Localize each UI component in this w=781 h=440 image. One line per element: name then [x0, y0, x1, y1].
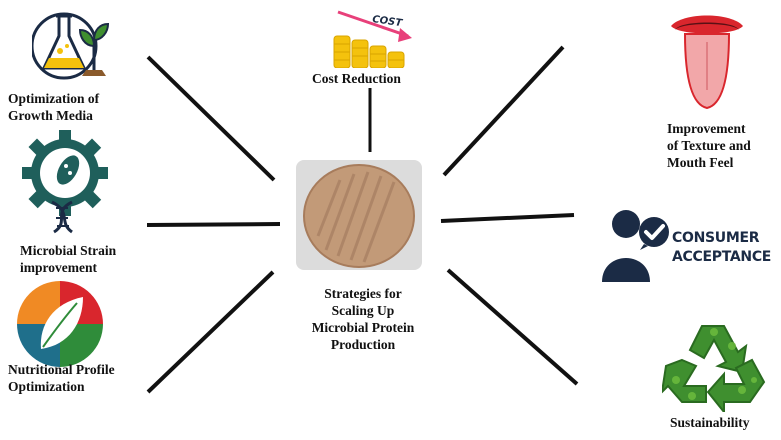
coin-stacks-icon: COST [333, 10, 412, 68]
center-title-line-4: Production [330, 337, 396, 352]
gear-microbe-dna-icon [22, 130, 108, 234]
cost-label: Cost Reduction [312, 71, 401, 86]
connector-consumer [440, 213, 575, 223]
center-title-line-3: Microbial Protein [311, 320, 415, 335]
user-check-icon [602, 210, 669, 282]
nutrition-label-line-2: Optimization [8, 379, 85, 394]
consumer-label-line-2: ACCEPTANCE [672, 249, 772, 265]
connector-strain [146, 222, 281, 227]
strain-label-line-2: improvement [20, 260, 97, 275]
texture-label: Improvement of Texture and Mouth Feel [667, 120, 751, 171]
nutrition-label-line-1: Nutritional Profile [8, 362, 115, 377]
sustainability-label: Sustainability [670, 415, 750, 430]
texture-label-line-3: Mouth Feel [667, 155, 734, 170]
microbial-protein-patty-image [296, 160, 422, 270]
leaf-chart-icon [17, 281, 103, 367]
connector-sustainability [446, 268, 579, 386]
texture-label-line-2: of Texture and [667, 138, 751, 153]
growth-media-label-line-1: Optimization of [8, 91, 100, 106]
connector-texture [442, 45, 565, 177]
cost-icon-text: COST [372, 14, 404, 29]
nutrition-label: Nutritional Profile Optimization [8, 361, 115, 395]
center-title-line-2: Scaling Up [331, 303, 395, 318]
growth-media-label: Optimization of Growth Media [8, 90, 99, 124]
center-title: Strategies for Scaling Up Microbial Prot… [300, 285, 426, 353]
growth-media-label-line-2: Growth Media [8, 108, 93, 123]
connector-nutrition [146, 270, 275, 394]
texture-label-line-1: Improvement [667, 121, 746, 136]
recycle-leaves-icon [662, 325, 766, 412]
consumer-label: CONSUMER ACCEPTANCE [672, 229, 771, 267]
strain-label: Microbial Strain improvement [20, 242, 116, 276]
strain-label-line-1: Microbial Strain [20, 243, 117, 258]
flask-sprout-icon [32, 12, 110, 80]
center-title-line-1: Strategies for [324, 286, 402, 301]
consumer-label-line-1: CONSUMER [672, 230, 760, 246]
connector-growth-media [146, 55, 276, 182]
tongue-icon [671, 15, 743, 110]
